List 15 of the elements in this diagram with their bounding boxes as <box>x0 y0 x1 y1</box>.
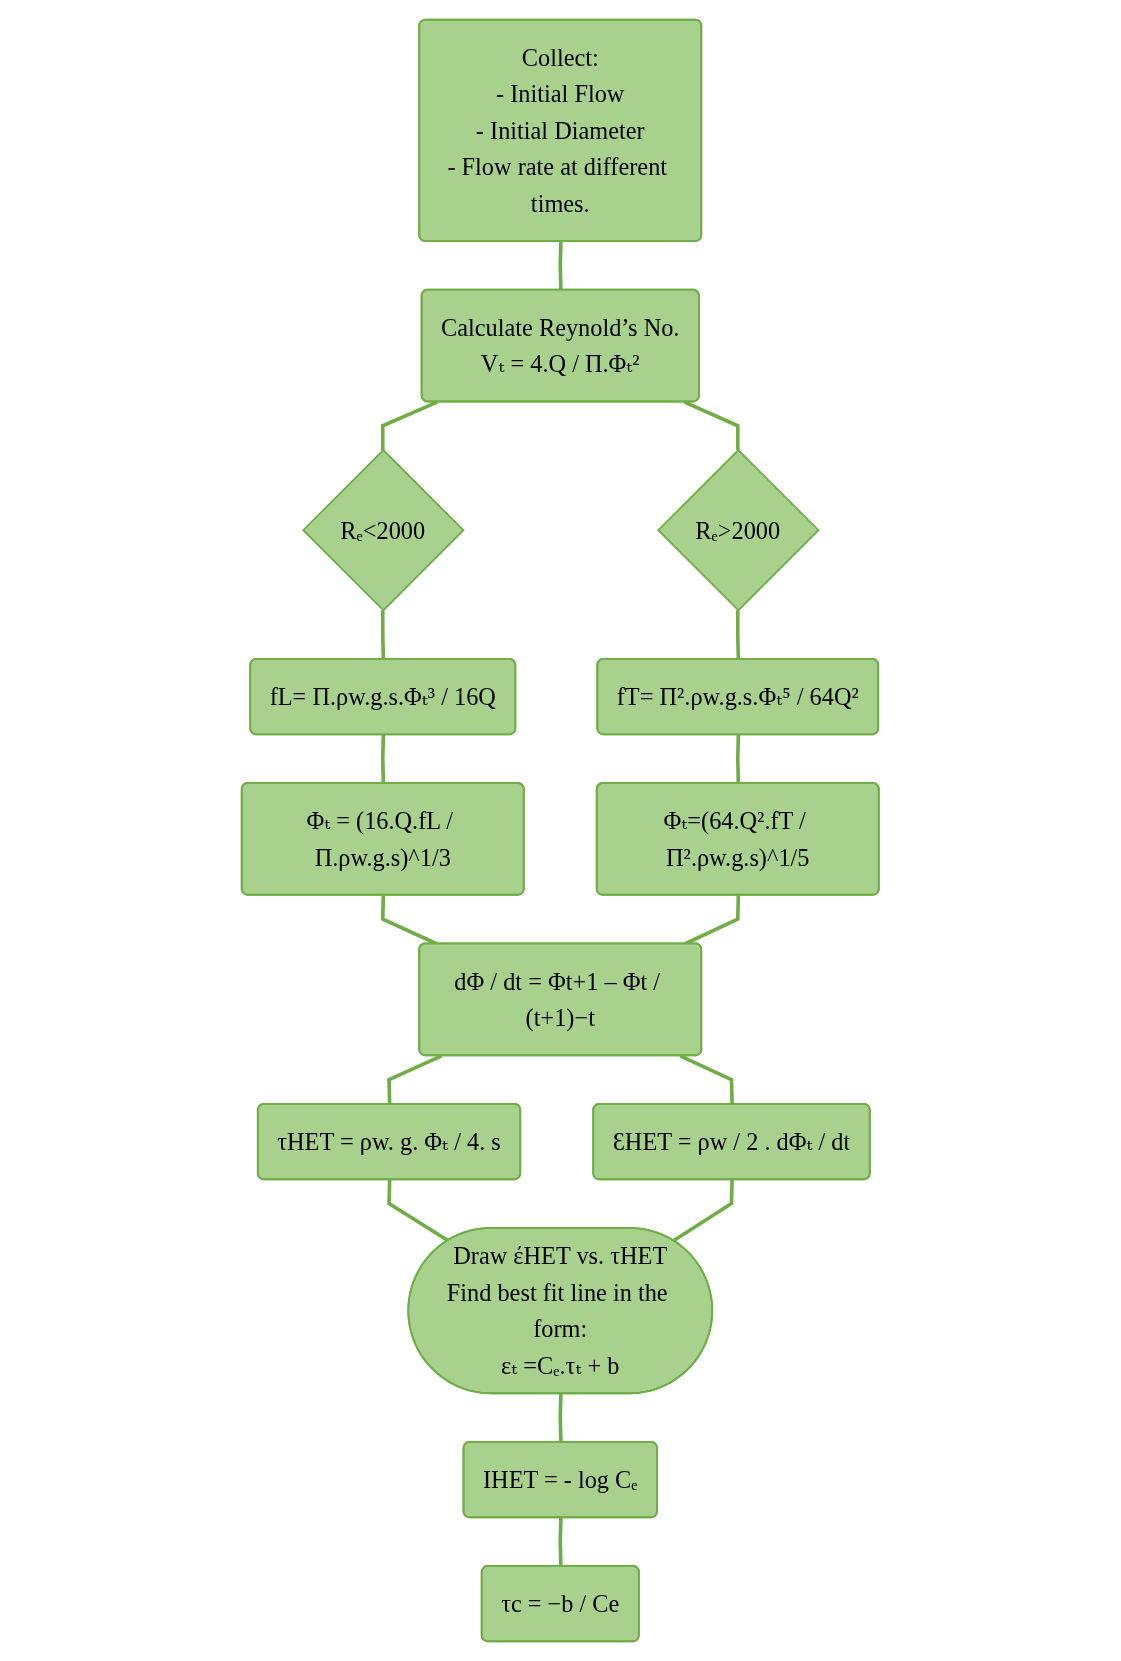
connector <box>558 1517 563 1567</box>
node-diamond: Rₑ<2000 <box>302 448 465 612</box>
connector <box>679 1054 735 1105</box>
connector <box>558 241 563 291</box>
connector <box>672 1179 735 1243</box>
connector <box>381 400 439 451</box>
connector <box>387 1054 443 1105</box>
connector <box>381 610 386 660</box>
connector <box>558 1393 563 1443</box>
connector <box>381 734 386 784</box>
node-diamond: Rₑ>2000 <box>657 448 820 612</box>
connector <box>736 610 741 660</box>
connector <box>387 1179 450 1243</box>
connector <box>684 400 740 451</box>
connector <box>736 734 741 784</box>
